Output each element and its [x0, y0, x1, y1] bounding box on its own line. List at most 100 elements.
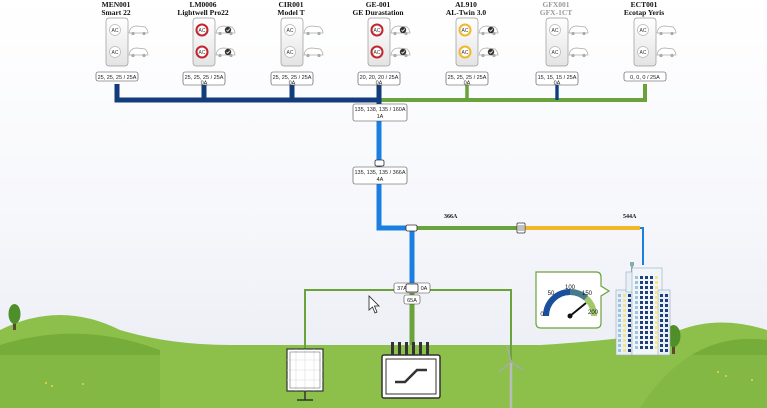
charger-rating: 0, 0, 0 / 25A: [630, 75, 660, 81]
gauge-tick-0: 0: [540, 312, 544, 318]
plug-icon: AC: [284, 46, 296, 58]
plug-icon: AC: [549, 46, 561, 58]
charger-id: GFX001: [542, 0, 569, 9]
wind-turbine[interactable]: [498, 344, 524, 408]
car-icon: [656, 47, 677, 58]
power-gauge-popup[interactable]: 0 50 100 150 200: [535, 271, 611, 329]
plug-icon: AC: [458, 45, 472, 59]
plug-icon: AC: [637, 46, 649, 58]
gauge-tick-200: 200: [588, 310, 599, 316]
car-icon: [568, 25, 589, 36]
svg-text:AC: AC: [462, 28, 469, 34]
meter-connector: [516, 222, 526, 234]
charger-current: 0A: [464, 81, 471, 87]
node-transformer-label: 65A: [407, 298, 417, 304]
charger-rating: 25, 25, 25 / 25A: [273, 75, 312, 81]
car-icon: [128, 47, 149, 58]
svg-text:AC: AC: [287, 50, 294, 56]
svg-text:AC: AC: [199, 28, 206, 34]
svg-text:AC: AC: [640, 50, 647, 56]
node-mid-line2: 4A: [377, 177, 384, 183]
svg-text:AC: AC: [462, 50, 469, 56]
charger-rating: 20, 20, 20 / 25A: [360, 75, 399, 81]
charger-rating: 25, 25, 25 / 25A: [185, 75, 224, 81]
plug-icon: AC: [637, 24, 649, 36]
flow-left-label: 366A: [444, 214, 458, 220]
grass-flowers: [45, 371, 753, 387]
gauge-tick-100: 100: [565, 285, 576, 291]
svg-text:AC: AC: [199, 50, 206, 56]
car-icon: [390, 47, 411, 58]
flow-right-label: 544A: [623, 214, 637, 220]
node-mid[interactable]: 135, 135, 135 / 366A 4A: [352, 166, 408, 185]
svg-text:AC: AC: [287, 28, 294, 34]
car-icon: [390, 25, 411, 36]
charger-model: GFX-1CT: [540, 8, 573, 17]
charger-model: Ecotap Yeris: [624, 8, 664, 17]
charger-rating: 15, 15, 15 / 25A: [538, 75, 577, 81]
car-icon: [478, 47, 499, 58]
charger-current: 0A: [376, 81, 383, 87]
car-icon: [215, 25, 236, 36]
node-mid-line1: 135, 135, 135 / 366A: [354, 170, 405, 176]
plug-icon: AC: [549, 24, 561, 36]
gauge-tick-50: 50: [548, 291, 555, 297]
mouse-cursor: [368, 295, 380, 314]
charger-id: AL910: [455, 0, 477, 9]
node-bottom[interactable]: 37A 0A 65A: [393, 282, 431, 305]
node-main-top[interactable]: 135, 138, 135 / 160A 1A: [352, 103, 408, 122]
solar-panel[interactable]: [286, 348, 324, 401]
svg-text:AC: AC: [112, 50, 119, 56]
plug-icon: AC: [284, 24, 296, 36]
charger-model: AL-Twin 3.0: [446, 8, 487, 17]
transformer[interactable]: [381, 342, 441, 399]
office-building[interactable]: [615, 262, 671, 356]
charger-current: 0A: [201, 81, 208, 87]
charger-id: CIR001: [278, 0, 303, 9]
charger-rating-box: 25, 25, 25 / 25A: [95, 71, 139, 82]
charger-model: Model T: [277, 8, 304, 17]
charger-rating: 25, 25, 25 / 25A: [448, 75, 487, 81]
plug-icon: AC: [109, 24, 121, 36]
charger-model: Lightwell Pro22: [177, 8, 229, 17]
plug-icon: AC: [370, 23, 384, 37]
charger-current: 0A: [289, 81, 296, 87]
charger-rating-box: 0, 0, 0 / 25A: [623, 71, 667, 82]
charger-rating: 25, 25, 25 / 25A: [98, 75, 137, 81]
car-icon: [303, 25, 324, 36]
car-icon: [128, 25, 149, 36]
svg-text:AC: AC: [112, 28, 119, 34]
charger-id: ECT001: [631, 0, 658, 9]
car-icon: [215, 47, 236, 58]
svg-text:AC: AC: [552, 50, 559, 56]
plug-icon: AC: [458, 23, 472, 37]
node-bottom-left: 37A: [397, 286, 407, 292]
charger-id: LM0006: [189, 0, 216, 9]
car-icon: [656, 25, 677, 36]
car-icon: [303, 47, 324, 58]
gauge-tick-150: 150: [582, 291, 593, 297]
car-icon: [568, 47, 589, 58]
charger-model: Smart 22: [101, 8, 131, 17]
plug-icon: AC: [195, 23, 209, 37]
tree-left: [8, 304, 21, 330]
node-bottom-right: 0A: [421, 286, 428, 292]
svg-text:AC: AC: [552, 28, 559, 34]
charger-model: GE Durastation: [352, 8, 404, 17]
junction-right: [405, 224, 418, 232]
charger-id: GE-001: [366, 0, 391, 9]
svg-text:AC: AC: [640, 28, 647, 34]
svg-text:AC: AC: [374, 50, 381, 56]
